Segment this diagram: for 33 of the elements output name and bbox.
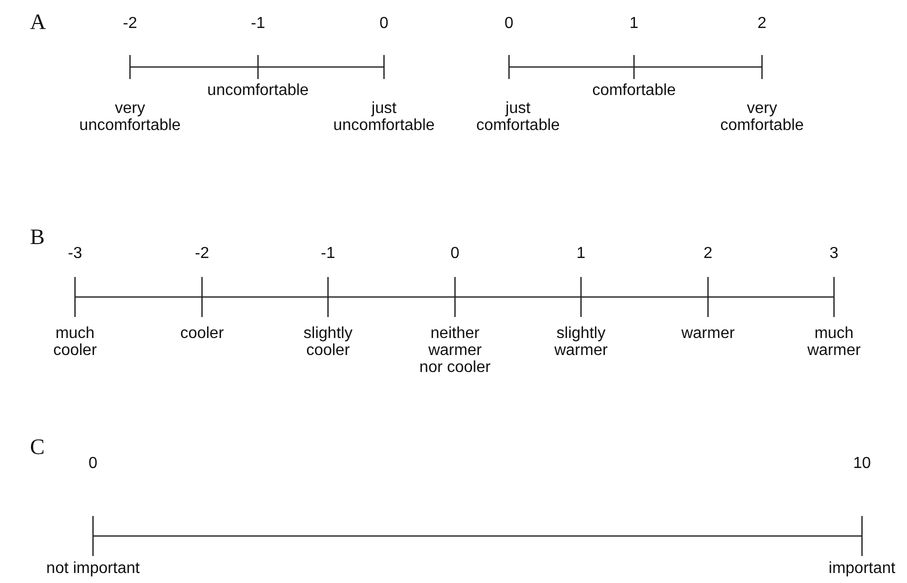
panel-letter: A [30, 10, 46, 34]
scale-label: not important [45, 560, 141, 577]
scale-label: much cooler [52, 325, 98, 359]
scale-label: important [828, 560, 896, 577]
scale-label: just uncomfortable [332, 100, 436, 134]
scale-value: -1 [250, 15, 266, 32]
scale-label: comfortable [591, 82, 677, 99]
scale-value: -1 [320, 245, 336, 262]
panel-letter: C [30, 435, 45, 459]
scale-value: 2 [758, 15, 766, 32]
scale-value: 10 [853, 455, 871, 472]
panel-letter: B [30, 225, 45, 249]
scale-label: much warmer [806, 325, 862, 359]
scale-value: 1 [630, 15, 638, 32]
scale-value: -3 [68, 245, 82, 262]
scale-label: slightly cooler [302, 325, 354, 359]
scale-value: 0 [504, 15, 514, 32]
scale-label: uncomfortable [206, 82, 310, 99]
scale-label: very comfortable [719, 100, 805, 134]
scale-value: 1 [576, 245, 586, 262]
scale-value: -2 [122, 15, 138, 32]
scale-label: warmer [680, 325, 736, 342]
scale-label: very uncomfortable [78, 100, 182, 134]
scale-value: 0 [380, 15, 388, 32]
scale-value: 2 [704, 245, 712, 262]
scale-value: -2 [194, 245, 210, 262]
scale-label: just comfortable [475, 100, 561, 134]
scale-label: slightly warmer [553, 325, 609, 359]
scale-value: 0 [450, 245, 460, 262]
scale-label: cooler [179, 325, 225, 342]
scale-value: 3 [830, 245, 838, 262]
scale-label: neither warmer nor cooler [418, 325, 492, 376]
scale-value: 0 [88, 455, 98, 472]
